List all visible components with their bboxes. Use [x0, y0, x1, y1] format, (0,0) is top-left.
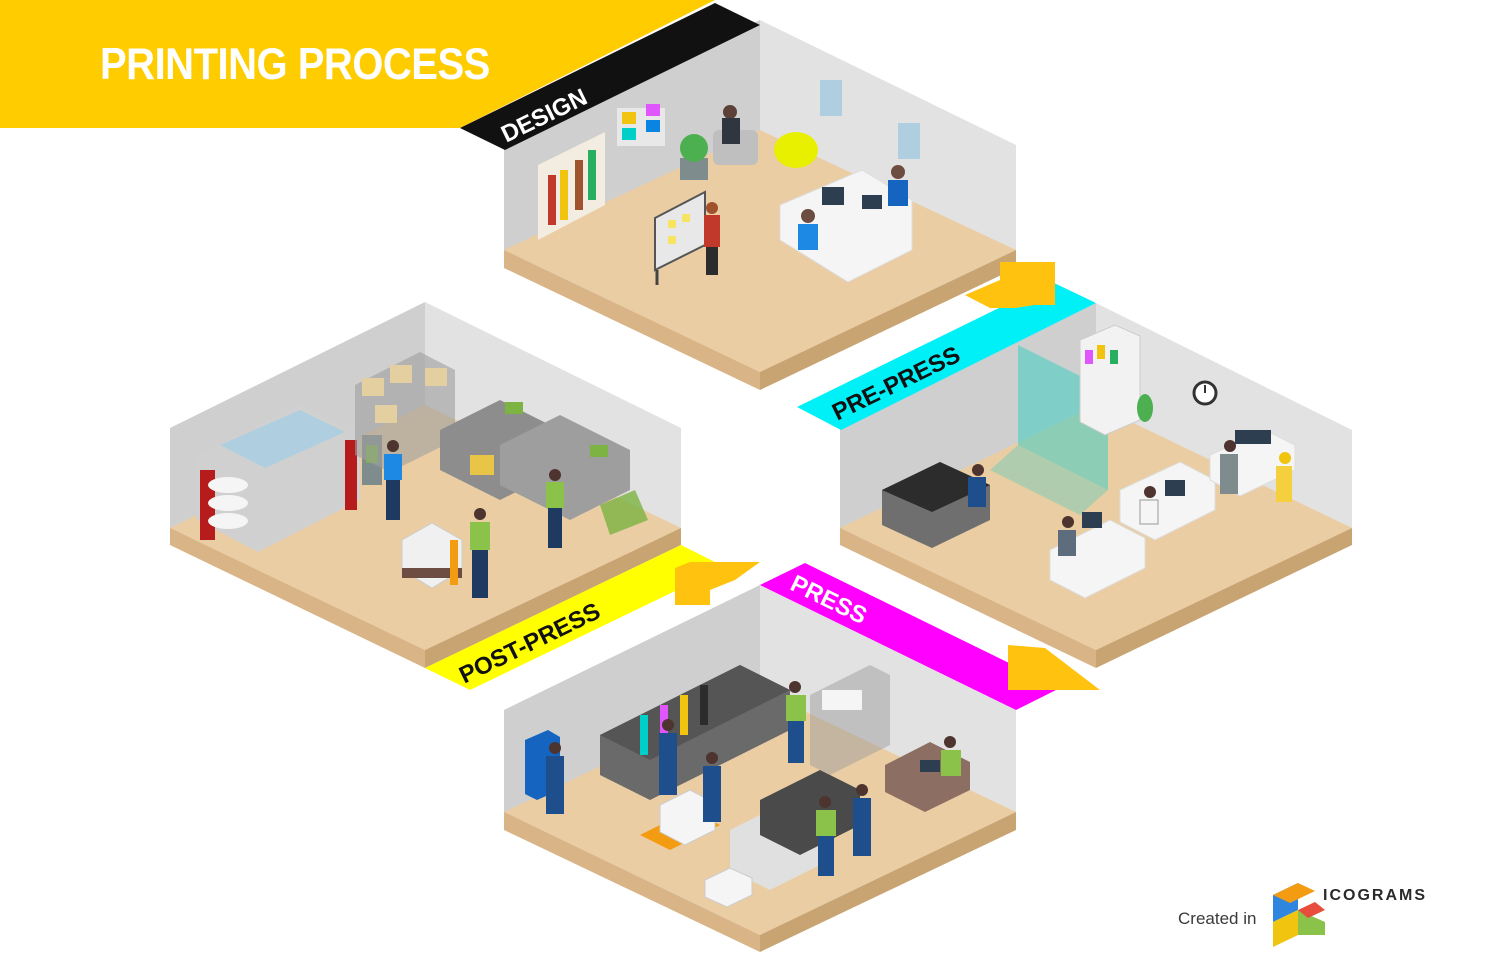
potted-plant-icon [680, 134, 708, 162]
post-press-band [425, 545, 725, 690]
pre-press-band [797, 282, 1096, 430]
arrow-icon [1008, 645, 1100, 690]
title-banner [0, 0, 715, 128]
design-band [460, 3, 760, 150]
press-band [760, 563, 1060, 710]
arrow-icon [965, 262, 1055, 308]
room-press [504, 563, 1060, 952]
room-design [460, 3, 1016, 390]
icograms-logo-icon [1273, 883, 1325, 947]
page-title: PRINTING PROCESS [100, 40, 490, 90]
arrow-icon [675, 562, 760, 605]
room-post-press [170, 302, 725, 690]
created-in-label: Created in [1178, 909, 1257, 928]
room-pre-press [797, 282, 1352, 668]
icograms-brand-name: ICOGRAMS [1323, 887, 1427, 904]
